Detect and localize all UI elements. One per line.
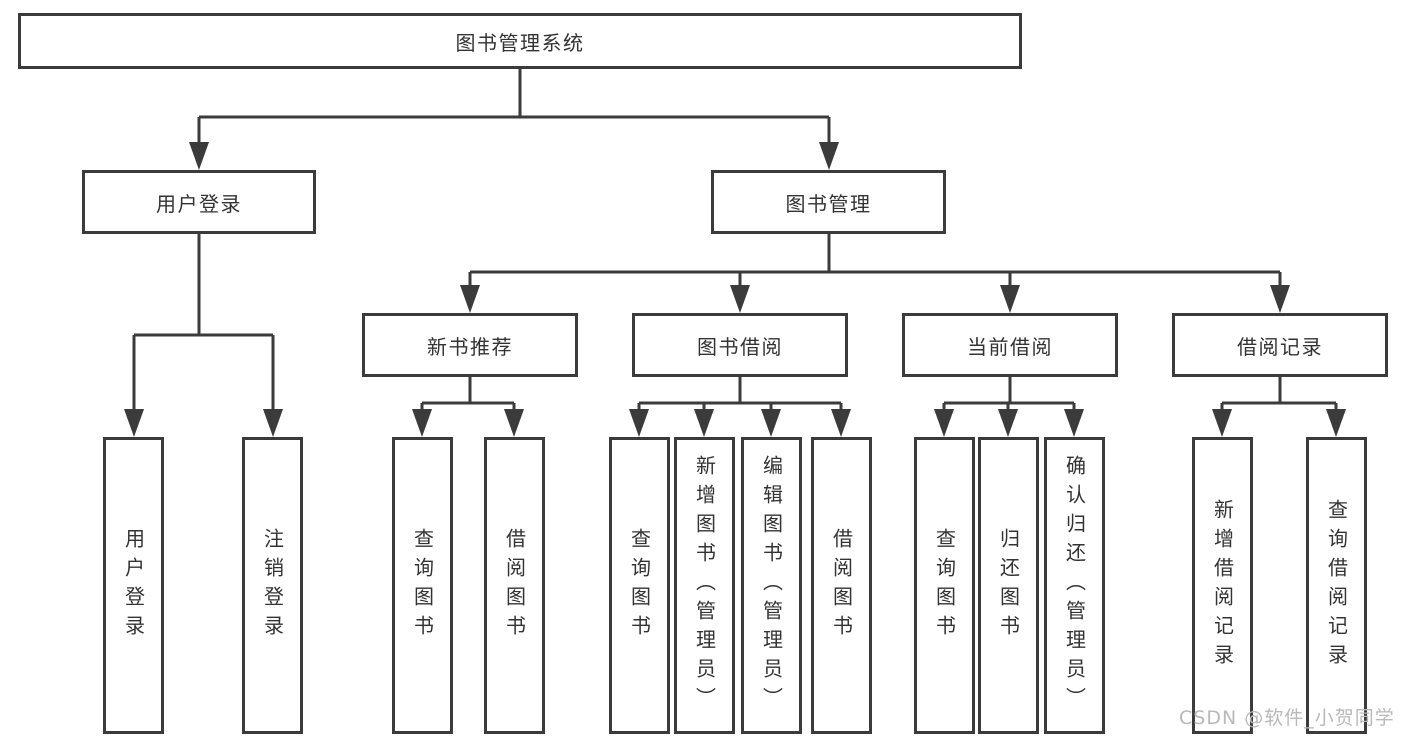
node-book-borrow: 图书借阅 bbox=[632, 313, 848, 377]
node-add-book-admin: 新增图书（管理员） bbox=[674, 437, 735, 734]
arrowhead-icon bbox=[761, 409, 781, 437]
node-new-book-recommend: 新书推荐 bbox=[362, 313, 578, 377]
connector-root bbox=[189, 69, 839, 170]
csdn-watermark: CSDN @软件_小贺同学 bbox=[1179, 707, 1395, 729]
node-borrow-books-action-label: 借阅图书 bbox=[829, 527, 854, 644]
arrowhead-icon bbox=[694, 409, 714, 437]
connector-new-book-recommend bbox=[412, 377, 524, 437]
node-edit-book-admin-label: 编辑图书（管理员） bbox=[759, 455, 784, 716]
node-current-borrow-label: 当前借阅 bbox=[967, 334, 1053, 359]
node-query-books-recommend: 查询图书 bbox=[392, 437, 453, 734]
arrowhead-icon bbox=[998, 409, 1018, 437]
arrowhead-icon bbox=[1064, 409, 1084, 437]
node-edit-book-admin: 编辑图书（管理员） bbox=[741, 437, 802, 734]
arrowhead-icon bbox=[934, 409, 954, 437]
node-root: 图书管理系统 bbox=[18, 13, 1022, 69]
node-return-book: 归还图书 bbox=[978, 437, 1039, 734]
arrowhead-icon bbox=[263, 409, 283, 437]
node-user-login: 用户登录 bbox=[82, 170, 316, 234]
node-confirm-return-admin: 确认归还（管理员） bbox=[1044, 437, 1105, 734]
node-add-borrow-record: 新增借阅记录 bbox=[1192, 437, 1253, 734]
node-add-borrow-record-label: 新增借阅记录 bbox=[1210, 498, 1235, 673]
node-book-management: 图书管理 bbox=[711, 170, 946, 234]
arrowhead-icon bbox=[1000, 285, 1020, 313]
arrowhead-icon bbox=[412, 409, 432, 437]
node-book-borrow-label: 图书借阅 bbox=[697, 334, 783, 359]
node-query-borrow-record: 查询借阅记录 bbox=[1306, 437, 1367, 734]
node-return-book-label: 归还图书 bbox=[996, 527, 1021, 644]
node-query-books-recommend-label: 查询图书 bbox=[410, 527, 435, 644]
arrowhead-icon bbox=[189, 142, 209, 170]
arrowhead-icon bbox=[1270, 285, 1290, 313]
connector-user-login bbox=[124, 234, 283, 437]
arrowhead-icon bbox=[730, 285, 750, 313]
node-login-action-label: 用户登录 bbox=[121, 527, 146, 644]
arrowhead-icon bbox=[831, 409, 851, 437]
node-query-books-current-label: 查询图书 bbox=[932, 527, 957, 644]
node-add-book-admin-label: 新增图书（管理员） bbox=[692, 455, 717, 716]
node-book-management-label: 图书管理 bbox=[785, 191, 872, 216]
node-borrow-books-recommend-label: 借阅图书 bbox=[502, 527, 527, 644]
node-borrow-records-label: 借阅记录 bbox=[1237, 334, 1323, 359]
node-user-login-label: 用户登录 bbox=[156, 191, 242, 216]
node-borrow-books-recommend: 借阅图书 bbox=[484, 437, 545, 734]
node-logout-action: 注销登录 bbox=[242, 437, 303, 734]
connector-current-borrow bbox=[934, 377, 1084, 437]
node-confirm-return-admin-label: 确认归还（管理员） bbox=[1062, 455, 1087, 716]
node-query-books-current: 查询图书 bbox=[914, 437, 975, 734]
arrowhead-icon bbox=[819, 142, 839, 170]
arrowhead-icon bbox=[1326, 409, 1346, 437]
node-current-borrow: 当前借阅 bbox=[902, 313, 1118, 377]
node-login-action: 用户登录 bbox=[103, 437, 164, 734]
connector-borrow-records bbox=[1212, 377, 1346, 437]
node-new-book-recommend-label: 新书推荐 bbox=[427, 334, 513, 359]
node-query-books-borrow: 查询图书 bbox=[609, 437, 670, 734]
node-query-books-borrow-label: 查询图书 bbox=[627, 527, 652, 644]
arrowhead-icon bbox=[629, 409, 649, 437]
arrowhead-icon bbox=[1212, 409, 1232, 437]
node-borrow-records: 借阅记录 bbox=[1172, 313, 1388, 377]
node-root-label: 图书管理系统 bbox=[455, 30, 585, 55]
arrowhead-icon bbox=[124, 409, 144, 437]
arrowhead-icon bbox=[460, 285, 480, 313]
node-borrow-books-action: 借阅图书 bbox=[811, 437, 872, 734]
connector-book-management bbox=[460, 234, 1290, 313]
connector-book-borrow bbox=[629, 377, 851, 437]
arrowhead-icon bbox=[504, 409, 524, 437]
node-query-borrow-record-label: 查询借阅记录 bbox=[1324, 498, 1349, 673]
node-logout-action-label: 注销登录 bbox=[260, 527, 285, 644]
